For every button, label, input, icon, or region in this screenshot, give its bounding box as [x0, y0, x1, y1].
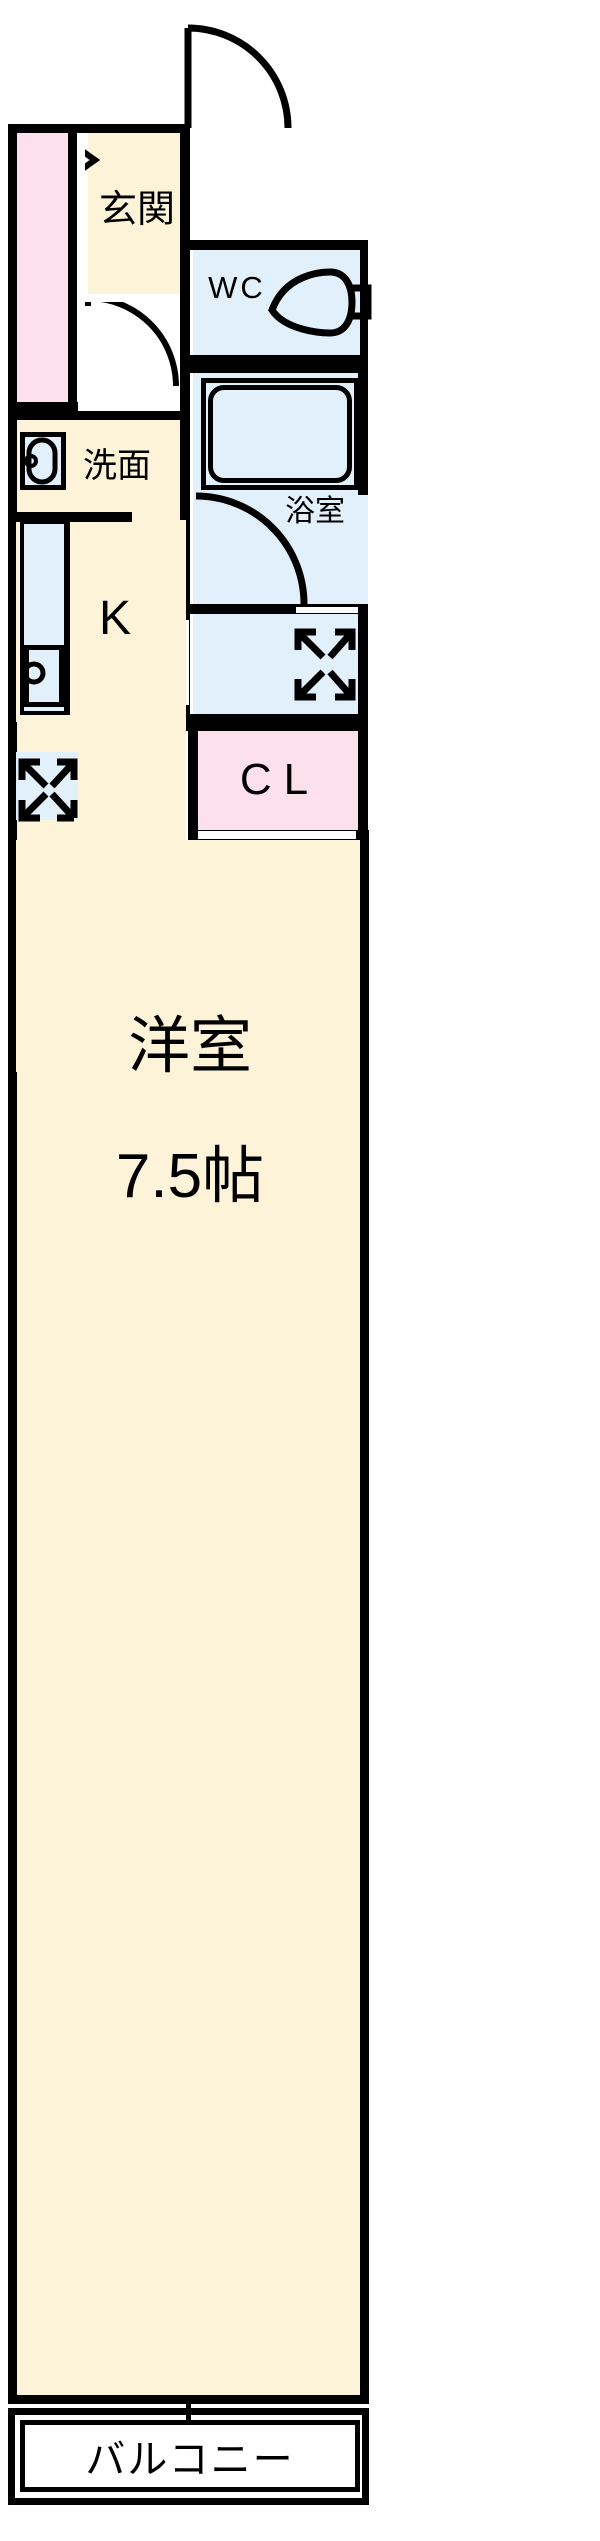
label-balcony: バルコニー [85, 2437, 295, 2483]
genkan-sliding-door-track [77, 134, 85, 268]
label-main-room-size: 7.5帖 [115, 1142, 265, 1211]
senmen-door-opening [80, 294, 180, 302]
label-wc: WC [208, 270, 266, 305]
wall-outer-left-main [8, 1072, 17, 2404]
wall-closet-left [188, 722, 198, 840]
room-main [16, 840, 368, 2395]
vanity-sink-bowl-icon [24, 437, 58, 485]
room-closet [193, 730, 368, 830]
balcony-wall-left [8, 2415, 15, 2505]
wall-wc-right [358, 240, 368, 365]
label-bath: 浴室 [285, 494, 345, 529]
label-kitchen: K [98, 591, 131, 645]
wall-senmen-top [8, 411, 188, 420]
wall-shoecloset-bottom [8, 402, 78, 411]
entrance-door-swing-icon [184, 24, 292, 129]
label-genkan: 玄関 [98, 186, 175, 231]
room-genkan [88, 132, 186, 294]
washer-opening [296, 607, 358, 613]
wall-outer-left-kitchen [8, 722, 17, 1082]
wall-outer-left-senmen [8, 411, 17, 731]
label-senmen: 洗面 [83, 445, 151, 486]
room-bath-lower [193, 495, 368, 605]
wall-closet-right [358, 722, 368, 840]
washer-pan-arrows-icon [294, 628, 356, 701]
balcony-wall-right [362, 2415, 369, 2505]
wall-outer-right-main [360, 830, 369, 2404]
label-closet: CL [239, 755, 321, 804]
wall-washer-top [188, 604, 368, 614]
wall-genkan-right [180, 124, 190, 295]
wall-closet-top [188, 722, 368, 731]
wall-outer-left-top [8, 124, 17, 420]
stove-burner-icon [22, 661, 46, 685]
wall-counter-right [64, 520, 70, 715]
bathtub-icon [208, 385, 352, 483]
kitchen-window-arrows-icon [18, 758, 78, 822]
label-main-room: 洋室 [127, 1009, 252, 1082]
wall-senmen-right [180, 295, 190, 731]
wall-wc-bottom [188, 355, 368, 365]
wall-wc-top [188, 240, 368, 250]
wall-bath-right [358, 365, 368, 610]
bath-door-swing-icon [195, 492, 308, 605]
wall-washer-right [358, 604, 368, 724]
toilet-bowl-icon [268, 268, 372, 337]
wall-top-left [8, 124, 188, 133]
closet-door-opening [198, 831, 356, 839]
wall-kitchen-counter-top [16, 512, 132, 522]
wall-washer-bottom [188, 714, 368, 724]
room-balcony [20, 2420, 360, 2492]
wall-shoecloset-right [68, 132, 77, 410]
wall-bath-top [188, 365, 368, 373]
balcony-wall-bottom [8, 2498, 369, 2505]
shoe-closet [16, 132, 68, 410]
balcony-divider [186, 2398, 191, 2422]
